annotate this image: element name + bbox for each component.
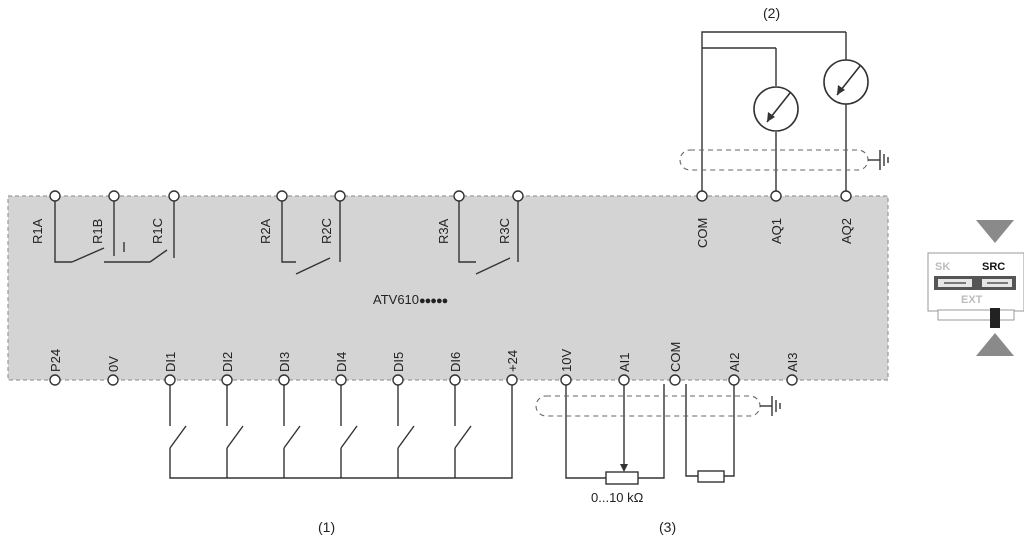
switch-label-ext: EXT [961, 294, 983, 306]
triangle-up-icon [976, 333, 1014, 356]
switch-label-sk: SK [935, 261, 950, 273]
terminal-label-di6: DI6 [448, 352, 463, 372]
potentiometer-value-label: 0...10 kΩ [591, 490, 644, 505]
potentiometer [605, 471, 639, 485]
top-terminal-circles [49, 190, 852, 202]
shield-cable-bottom [535, 395, 781, 417]
terminal-label-r1b: R1B [90, 219, 105, 244]
terminal-label-r3a: R3A [436, 218, 451, 244]
terminal-label-aq1: AQ1 [769, 218, 784, 244]
triangle-down-icon [976, 220, 1014, 243]
terminal-label-di5: DI5 [391, 352, 406, 372]
relay-2-contacts [281, 196, 341, 275]
terminal-label-r3c: R3C [497, 218, 512, 244]
switch-label-src: SRC [982, 261, 1005, 273]
terminal-label-di1: DI1 [163, 352, 178, 372]
bottom-terminal-labels: P24 0V DI1 DI2 DI3 DI4 DI5 DI6 +24 10V A… [48, 342, 800, 372]
terminal-label-ai2: AI2 [727, 352, 742, 372]
analog-inputs-wiring [565, 380, 735, 479]
terminal-label-r1a: R1A [30, 218, 45, 244]
drive-model-label: ATV610●●●●● [373, 292, 448, 307]
terminal-label-r2c: R2C [319, 218, 334, 244]
terminal-label-di4: DI4 [334, 352, 349, 372]
terminal-label-r1c: R1C [150, 218, 165, 244]
terminal-label-ai1: AI1 [617, 352, 632, 372]
shield-cable-top [679, 149, 889, 171]
terminal-label-com-bottom: COM [668, 342, 683, 372]
bottom-terminal-circles [49, 374, 798, 386]
top-terminal-labels: R1A R1B R1C R2A R2C R3A R3C COM AQ1 AQ2 [30, 218, 854, 248]
terminal-label-0v: 0V [106, 356, 121, 372]
terminal-label-plus24: +24 [505, 350, 520, 372]
ammeter-aq2 [823, 59, 869, 105]
drive-panel [7, 195, 889, 381]
terminal-label-10v: 10V [559, 349, 574, 372]
relay-3-contacts [458, 196, 519, 275]
terminal-label-aq2: AQ2 [839, 218, 854, 244]
terminal-label-p24: P24 [48, 349, 63, 372]
terminal-label-di3: DI3 [277, 352, 292, 372]
terminal-label-ai3: AI3 [785, 352, 800, 372]
ammeter-aq1 [753, 86, 799, 132]
sink-source-switch-block: SK SRC EXT [927, 220, 1024, 356]
relay-1-contacts [54, 196, 175, 263]
digital-inputs-wiring [169, 380, 513, 479]
resistor-ai2 [697, 470, 725, 483]
note-1-label: (1) [318, 519, 335, 535]
potentiometer-wiper-arrow [620, 464, 628, 472]
note-3-label: (3) [659, 519, 676, 535]
terminal-label-di2: DI2 [220, 352, 235, 372]
note-2-label: (2) [763, 5, 780, 21]
terminal-label-com-top: COM [695, 218, 710, 248]
terminal-label-r2a: R2A [258, 218, 273, 244]
